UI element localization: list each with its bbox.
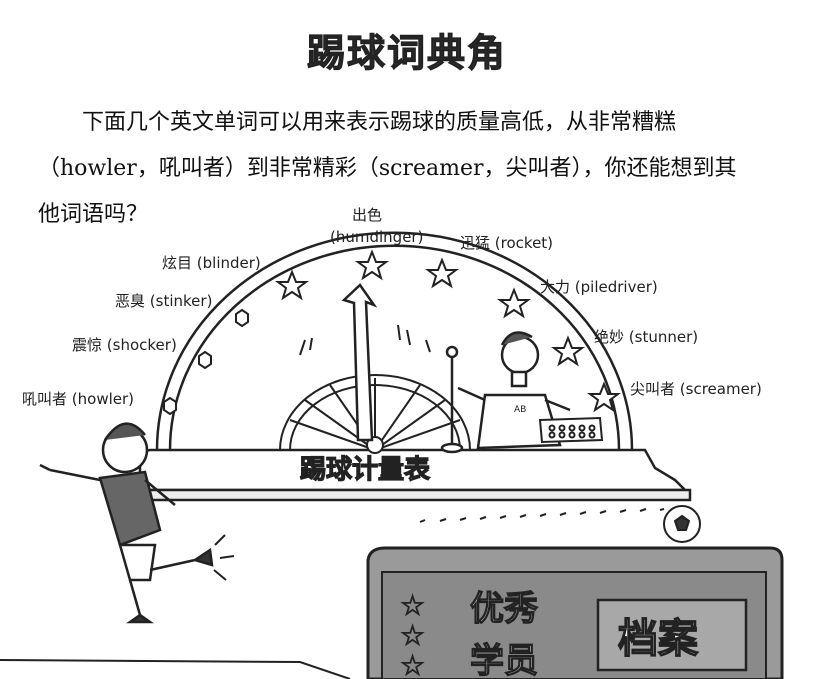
scientist-figure: AB (457, 331, 571, 450)
coat-badge: AB (514, 405, 526, 415)
intro-text: 下面几个英文单词可以用来表示踢球的质量高低，从非常糟糕（howler，吼叫者）到… (38, 110, 737, 227)
panel-line1: 优秀 (470, 589, 538, 629)
football-icon (663, 505, 701, 543)
panel-line2: 学员 (470, 641, 538, 679)
dial-wheel (279, 374, 471, 454)
label-howler: 吼叫者 (howler) (22, 390, 134, 408)
meter-lever (440, 345, 464, 454)
meter-name: 踢球计量表 (300, 455, 431, 485)
honor-panel (366, 546, 784, 679)
kick-burst (213, 534, 235, 581)
ball-trajectory (419, 508, 665, 523)
gauge-arc (155, 231, 634, 451)
gauge-pointer (341, 283, 378, 442)
motion-lines (299, 324, 431, 356)
label-stunner: 绝妙 (stunner) (594, 328, 698, 346)
label-shocker: 震惊 (shocker) (72, 336, 177, 354)
meter-base (138, 448, 692, 502)
file-label: 档案 (618, 616, 699, 662)
label-rocket: 迅猛 (rocket) (460, 234, 553, 252)
label-stinker: 恶臭 (stinker) (115, 292, 212, 310)
label-blinder: 炫目 (blinder) (162, 254, 261, 272)
star-icon: ☆ (400, 649, 425, 679)
page-title: 踢球词典角 (306, 31, 507, 76)
ground-line (0, 659, 351, 679)
label-humdinger-en: (humdinger) (330, 228, 423, 246)
gauge-markers (163, 249, 621, 416)
label-screamer: 尖叫者 (screamer) (630, 380, 762, 398)
label-humdinger-cn: 出色 (352, 206, 382, 224)
control-box (538, 416, 604, 444)
star-icon: ☆ (400, 589, 425, 622)
intro-paragraph: 下面几个英文单词可以用来表示踢球的质量高低，从非常糟糕（howler，吼叫者）到… (38, 100, 758, 238)
label-piledriver: 大力 (piledriver) (540, 278, 658, 296)
star-icon: ☆ (400, 619, 425, 652)
kicker-figure (39, 422, 214, 624)
